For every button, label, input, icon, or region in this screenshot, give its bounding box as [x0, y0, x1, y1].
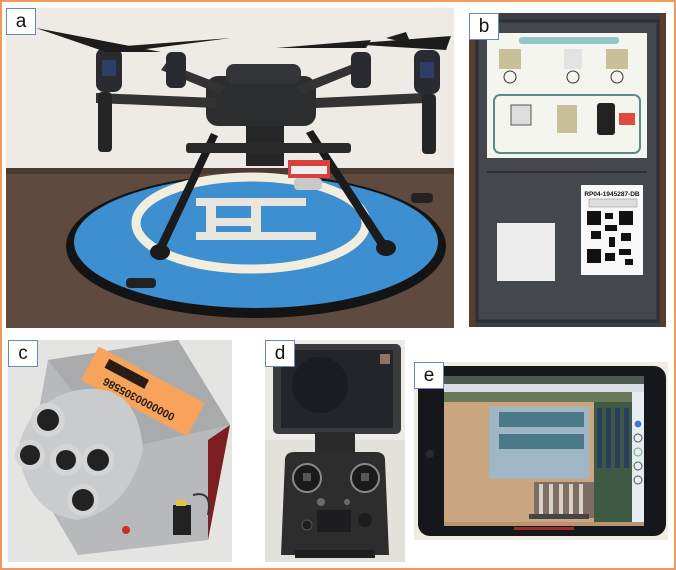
panel-c: 0000000305586 c — [8, 340, 232, 562]
panel-label-d: d — [265, 340, 295, 367]
panel-e: e — [414, 362, 668, 540]
panel-b: RP04-1945287-DB b — [469, 13, 666, 327]
panel-label-b: b — [469, 13, 499, 40]
remote-controller-photo — [265, 340, 405, 562]
drone-photo — [6, 8, 454, 328]
panel-label-e: e — [414, 362, 444, 389]
panel-d: d — [265, 340, 405, 562]
panel-label-c: c — [8, 340, 38, 367]
tablet-photo — [414, 362, 668, 540]
panel-label-a: a — [6, 8, 36, 35]
qr-label-text: RP04-1945287-DB — [584, 191, 640, 198]
panel-a: a — [6, 8, 454, 328]
calibration-panel-photo: RP04-1945287-DB — [469, 13, 666, 327]
multispectral-camera-photo: 0000000305586 — [8, 340, 232, 562]
